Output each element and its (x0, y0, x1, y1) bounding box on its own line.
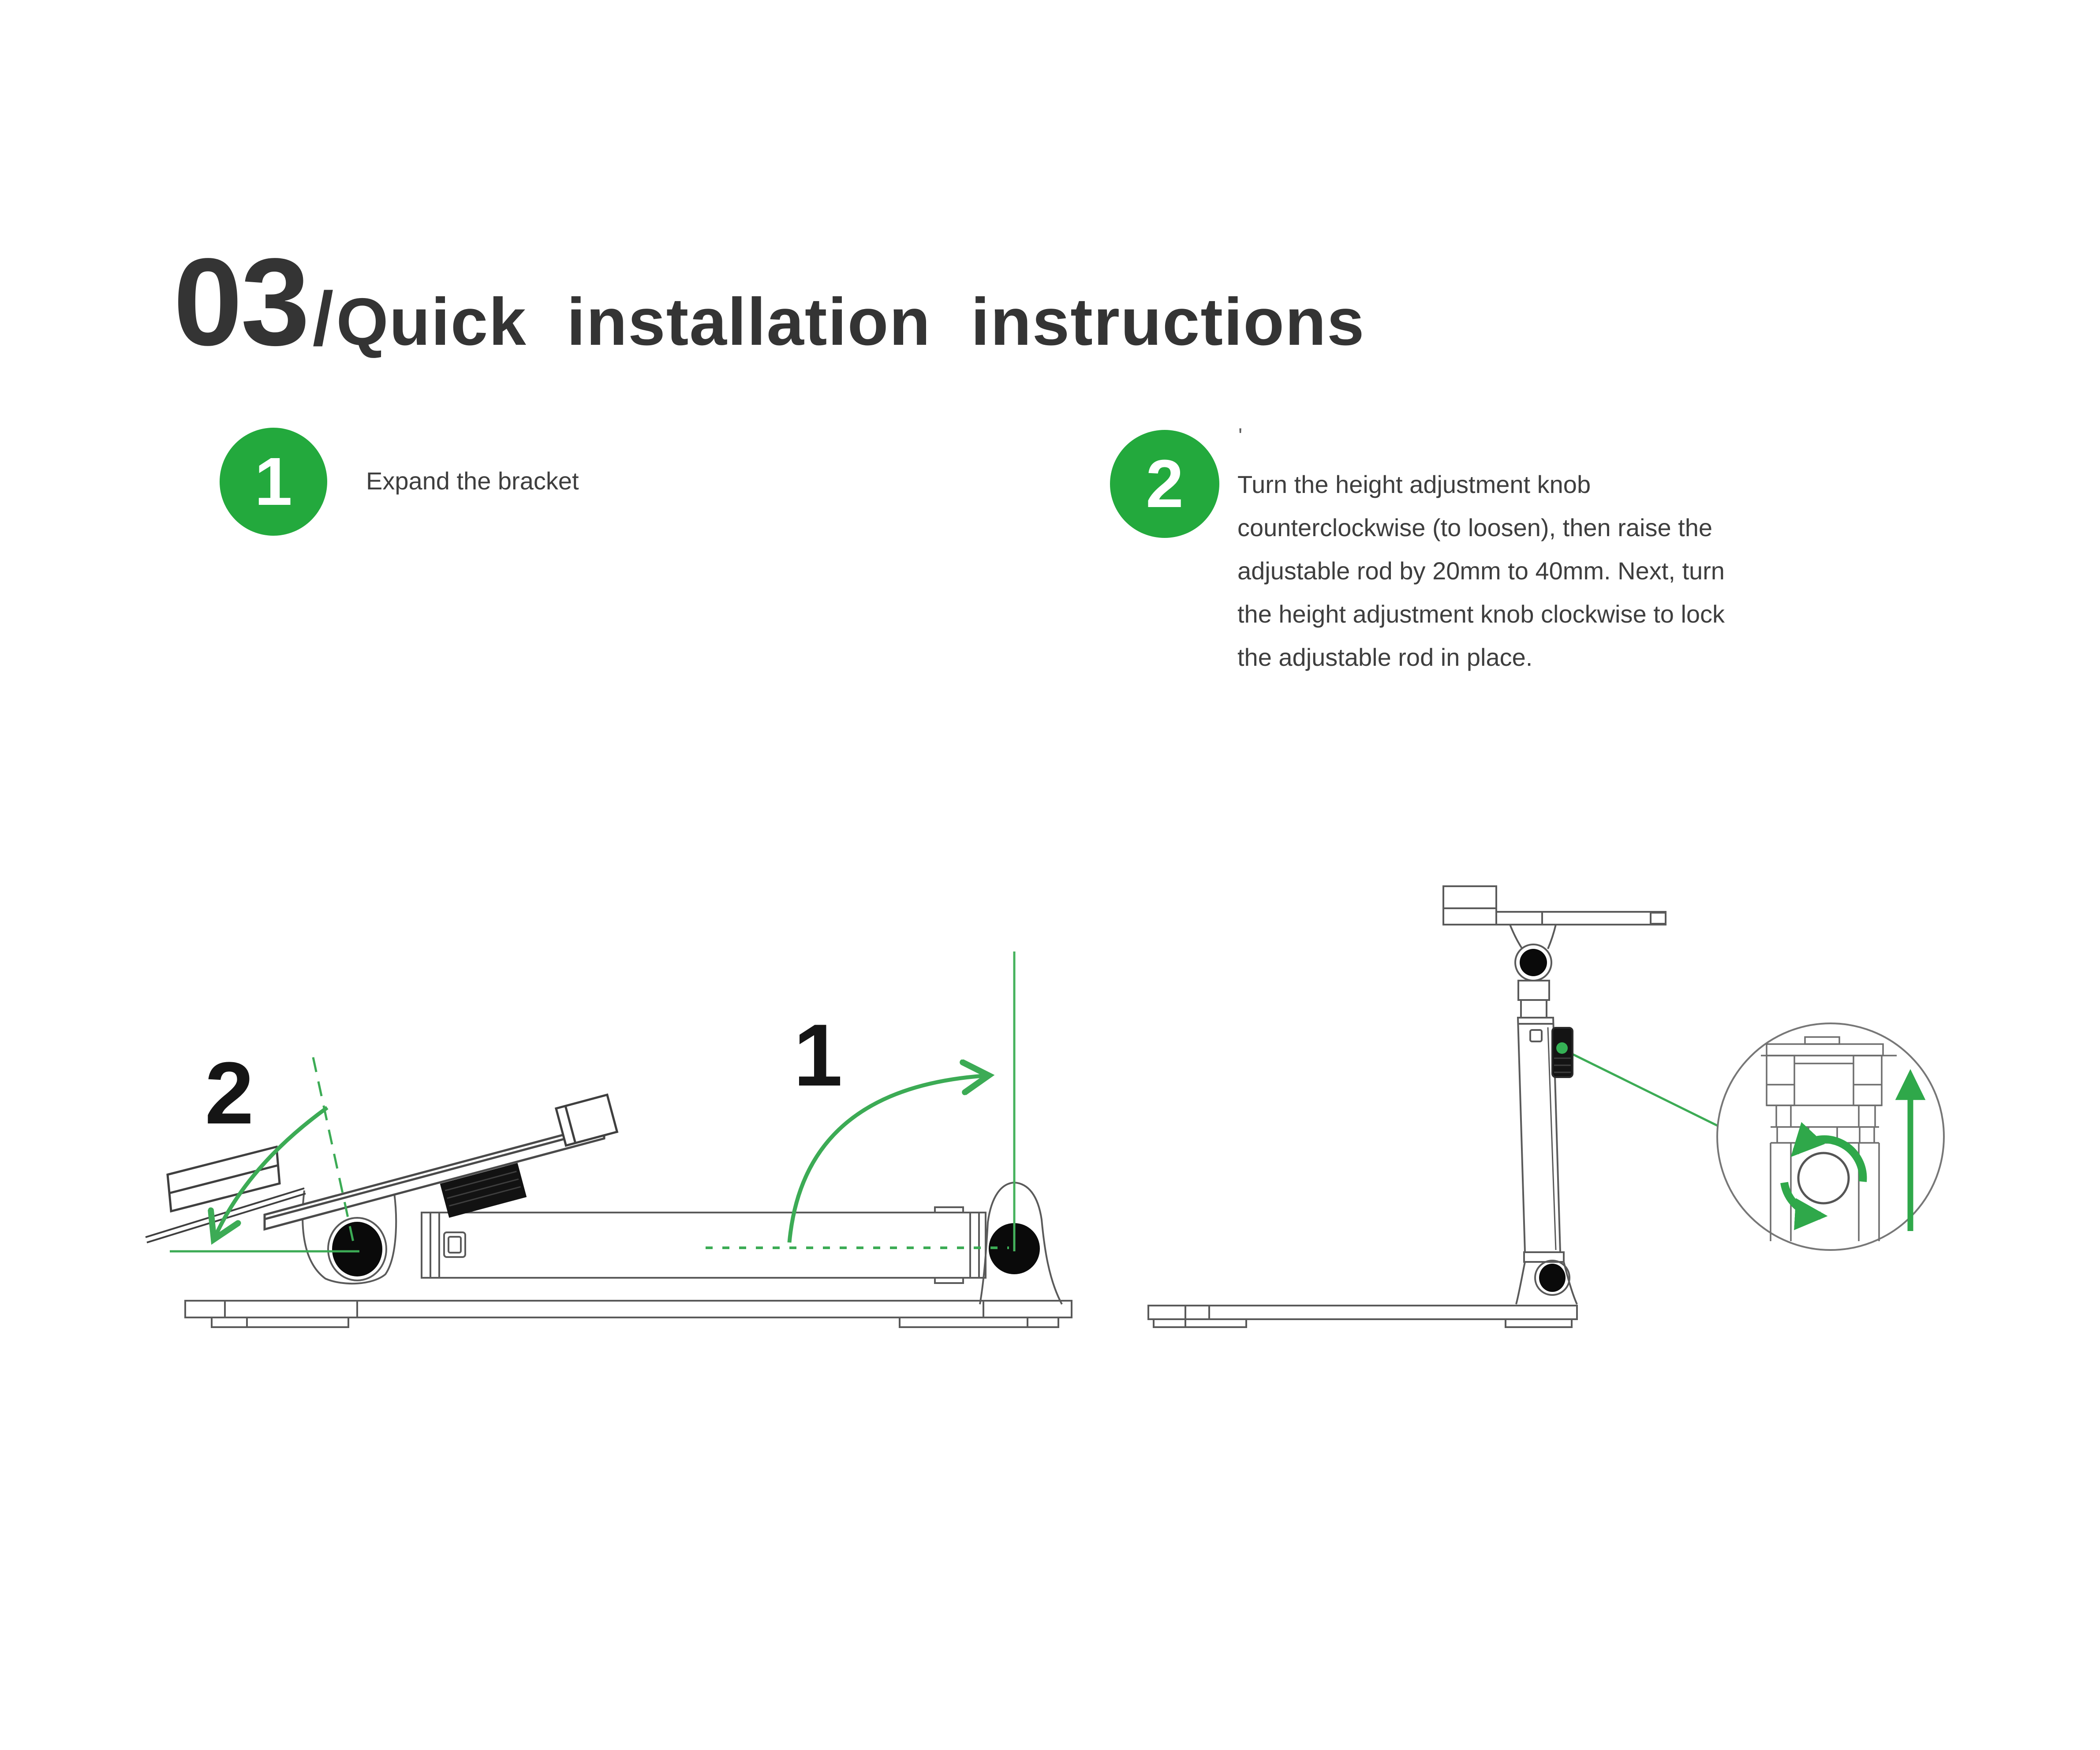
step-2-number: 2 (1146, 446, 1184, 522)
foam-pad (440, 1163, 527, 1218)
fold-arc-arrow (216, 1106, 329, 1235)
knob-callout-dot (1556, 1042, 1568, 1054)
bottom-hinge (1515, 1251, 1578, 1305)
folded-arm (421, 1206, 986, 1284)
rear-hinge-housing (979, 1181, 1063, 1305)
front-hinge-housing (302, 1190, 397, 1285)
step-2-line: the height adjustment knob clockwise to … (1237, 600, 1725, 628)
step-2-text: Turn the height adjustment knob counterc… (1237, 463, 1725, 679)
section-title: 03/Quick installation instructions (173, 240, 1365, 405)
front-hinge-pin (332, 1222, 382, 1276)
top-hinge (1509, 924, 1557, 1019)
tilt-dashed-line (312, 1057, 356, 1250)
rotation-arrows (1780, 1122, 1867, 1231)
step-2-line: adjustable rod by 20mm to 40mm. Next, tu… (1237, 557, 1725, 585)
raise-arc-arrow (787, 1076, 983, 1243)
tilted-platform (263, 1122, 605, 1231)
base-plate (1147, 1305, 1578, 1328)
figure-label-2: 2 (205, 1044, 254, 1142)
rotate-arrow-bottom (1780, 1182, 1828, 1231)
rotate-arrow-top (1790, 1122, 1867, 1182)
top-tray (1442, 885, 1667, 925)
stray-apostrophe-mark: ' (1238, 425, 1243, 448)
folded-stand-line-art (145, 1093, 1072, 1328)
step-2-line: the adjustable rod in place. (1237, 643, 1533, 671)
platform-stop-flange (554, 1093, 619, 1147)
step-1-number: 1 (254, 444, 292, 519)
expanded-stand-diagram (1147, 885, 1945, 1328)
support-flap (145, 1145, 306, 1243)
figure-label-1: 1 (793, 1006, 842, 1104)
knob-detail-magnifier (1716, 1022, 1945, 1251)
expanded-stand-line-art (1147, 885, 1667, 1328)
step-2-badge: 2 (1110, 430, 1219, 538)
folded-stand-diagram: 2 1 (145, 951, 1072, 1328)
step-1-badge: 1 (220, 428, 327, 536)
top-hinge-pin (1520, 949, 1547, 976)
height-adjustment-knob (1551, 1027, 1573, 1078)
step-1-text: Expand the bracket (366, 467, 579, 495)
step-2-line: Turn the height adjustment knob (1237, 470, 1591, 498)
section-number: 03 (173, 232, 310, 371)
base-plate (184, 1300, 1072, 1328)
folded-annotations (170, 951, 1016, 1253)
title-separator: / (312, 276, 334, 361)
section-title-text: Quick installation instructions (336, 284, 1365, 359)
bottom-hinge-pin (1539, 1264, 1566, 1292)
step-2-line: counterclockwise (to loosen), then raise… (1237, 514, 1712, 541)
